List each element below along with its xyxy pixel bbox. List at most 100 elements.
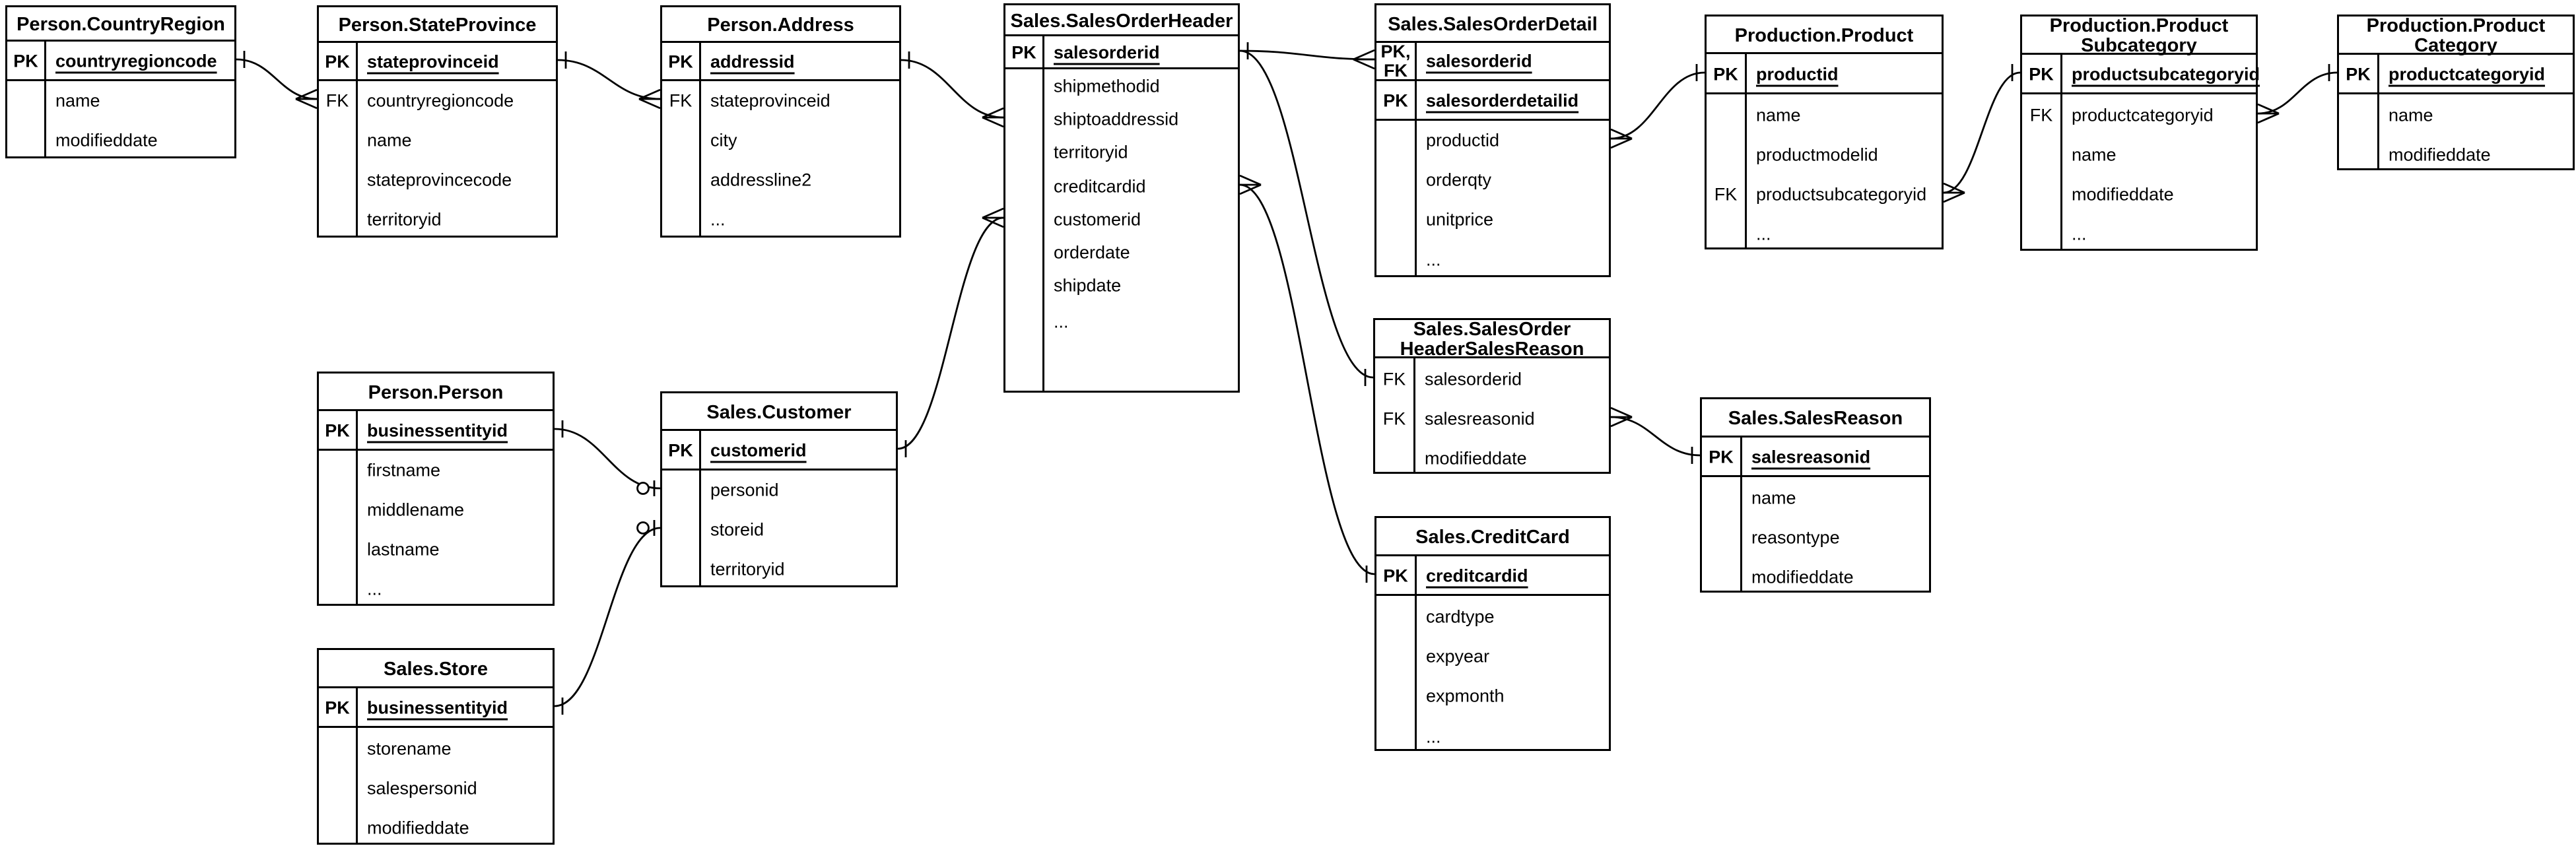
cardinality-glyph-line	[1353, 58, 1375, 70]
column-salesorderid: salesorderid	[1426, 51, 1532, 71]
column-unitprice: unitprice	[1426, 209, 1494, 230]
relationship-connector-line[interactable]	[1610, 71, 1705, 140]
relationship-countryregion-stateprovince[interactable]	[236, 51, 318, 110]
table-row-divider	[1376, 554, 1609, 556]
relationship-product-productsubcategory[interactable]	[1943, 64, 2021, 203]
relationship-connector-line[interactable]	[2257, 71, 2338, 115]
table-row-divider	[662, 469, 896, 471]
key-tag: PK	[1383, 566, 1408, 586]
column-city: city	[710, 130, 737, 150]
column-ellipsis: ...	[1054, 311, 1069, 332]
column-modifieddate: modifieddate	[1425, 448, 1527, 469]
table-row-divider	[1707, 52, 1942, 54]
cardinality-glyph-line	[1943, 182, 1965, 194]
table-row-divider	[662, 429, 896, 431]
relationship-connector-line[interactable]	[554, 527, 661, 707]
column-cardtype: cardtype	[1426, 606, 1495, 627]
column-ellipsis: ...	[1426, 249, 1441, 270]
relationship-stateprovince-address[interactable]	[557, 51, 661, 110]
column-salesreasonid: salesreasonid	[1425, 408, 1535, 429]
column-salespersonid: salespersonid	[367, 778, 477, 798]
relationship-address-salesorderheader[interactable]	[900, 51, 1004, 128]
table-title: Production.Product Subcategory	[2049, 15, 2229, 56]
table-row-divider	[1702, 436, 1929, 438]
column-orderqty: orderqty	[1426, 170, 1492, 190]
table-row-divider	[319, 79, 556, 81]
table-row-divider	[319, 41, 556, 43]
relationship-connector-line[interactable]	[1943, 71, 2021, 194]
relationship-salesorderheader-salesorderheadersalesreason[interactable]	[1239, 49, 1374, 386]
column-salesorderdetailid: salesorderdetailid	[1426, 90, 1579, 111]
relationship-connector-line[interactable]	[1239, 183, 1375, 575]
column-modifieddate: modifieddate	[55, 130, 158, 150]
relationship-connector-line[interactable]	[557, 59, 661, 100]
column-personid: personid	[710, 480, 779, 500]
key-tag: PK	[325, 420, 350, 441]
key-column-divider	[356, 41, 358, 236]
table-title: Person.StateProvince	[338, 15, 537, 36]
column-ellipsis: ...	[2072, 224, 2087, 244]
key-column-divider	[2377, 53, 2379, 168]
table-row-divider	[1005, 67, 1238, 69]
table-row-divider	[319, 409, 553, 411]
cardinality-glyph-line	[982, 116, 1004, 128]
cardinality-glyph-line	[1610, 407, 1633, 418]
relationship-salesorderheader-creditcard[interactable]	[1239, 174, 1375, 583]
relationship-connector-line[interactable]	[1610, 416, 1701, 457]
relationship-connector-line[interactable]	[897, 216, 1004, 450]
relationship-person-customer[interactable]	[554, 420, 661, 496]
relationship-connector-line[interactable]	[900, 59, 1004, 119]
relationship-salesorderheader-salesorderdetail[interactable]	[1239, 42, 1375, 70]
relationship-salesorderheadersalesreason-salesreason[interactable]	[1610, 407, 1701, 464]
column-modifieddate: modifieddate	[2072, 184, 2174, 205]
relationship-customer-salesorderheader[interactable]	[897, 207, 1004, 457]
table-row-divider	[7, 79, 234, 81]
column-stateprovinceid: stateprovinceid	[710, 90, 830, 111]
column-addressline2: addressline2	[710, 170, 812, 190]
column-storeid: storeid	[710, 519, 764, 540]
cardinality-glyph-line	[2257, 103, 2280, 115]
table-title: Person.Address	[707, 15, 854, 36]
cardinality-glyph-line	[982, 207, 1004, 219]
table-row-divider	[662, 41, 899, 43]
relationship-store-customer[interactable]	[554, 520, 661, 715]
cardinality-glyph-line	[982, 107, 1004, 119]
key-column-divider	[1740, 436, 1742, 591]
column-shipdate: shipdate	[1054, 275, 1122, 296]
key-column-divider	[1413, 356, 1415, 472]
key-column-divider	[1415, 41, 1417, 275]
relationship-productsubcategory-productcategory[interactable]	[2257, 64, 2338, 124]
table-title: Sales.SalesOrder HeaderSalesReason	[1400, 319, 1584, 360]
key-column-divider	[699, 41, 701, 236]
table-row-divider	[1376, 594, 1609, 596]
key-tag: PK	[2346, 64, 2371, 84]
column-salesreasonid: salesreasonid	[1751, 447, 1871, 467]
relationship-connector-line[interactable]	[554, 428, 661, 490]
key-tag: PK	[13, 51, 38, 71]
relationship-connector-line[interactable]	[1239, 49, 1374, 379]
key-tag: PK	[1011, 42, 1036, 63]
relationship-salesorderdetail-product[interactable]	[1610, 64, 1705, 149]
column-shiptoaddressid: shiptoaddressid	[1054, 109, 1179, 129]
relationship-connector-line[interactable]	[236, 58, 318, 100]
table-row-divider	[2339, 53, 2573, 55]
table-title: Sales.SalesOrderDetail	[1388, 13, 1598, 35]
column-ellipsis: ...	[367, 579, 382, 599]
table-title: Production.Product	[1734, 24, 1914, 46]
column-firstname: firstname	[367, 460, 441, 480]
